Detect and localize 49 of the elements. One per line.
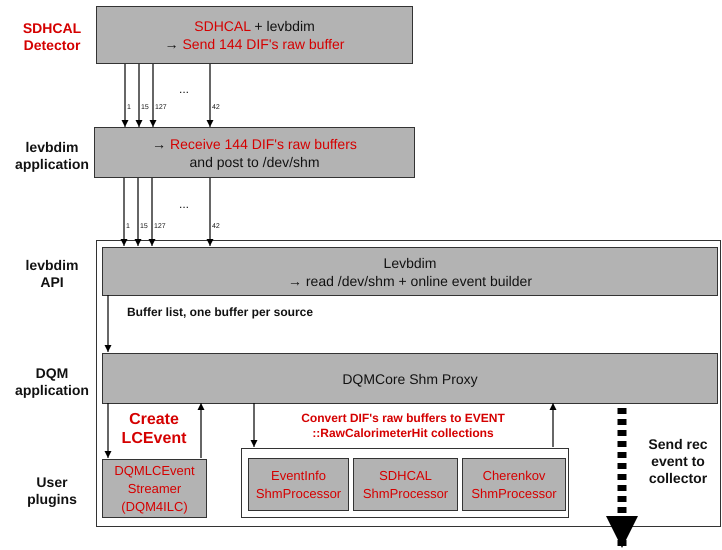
box-text: → [152, 136, 166, 152]
thick-arrow [606, 408, 638, 548]
group-box [241, 448, 569, 518]
frame-box [96, 240, 721, 527]
edge-label: Buffer list, one buffer per source [127, 304, 314, 321]
ellipsis: ... [178, 196, 190, 213]
box-text: → [164, 36, 179, 52]
box-text: SDHCAL [194, 18, 251, 34]
arrow [136, 64, 142, 127]
arrow [122, 64, 128, 127]
arrow [148, 178, 156, 246]
ellipsis: ... [178, 81, 190, 98]
arrow [550, 403, 556, 447]
edge-label: Create LCEvent [120, 410, 188, 448]
arrow [150, 64, 156, 127]
process-box [96, 6, 413, 64]
arrow [120, 178, 128, 246]
process-box [94, 127, 415, 178]
box-text: Levbdim [384, 254, 436, 270]
arrow [104, 295, 112, 352]
box-text: SDHCAL ShmProcessor [362, 468, 448, 500]
layer-label: User plugins [26, 474, 78, 508]
plugin-box [102, 459, 207, 518]
box-text: EventInfo ShmProcessor [256, 468, 342, 500]
layer-label: DQM application [14, 365, 90, 399]
layer-label: levbdim application [14, 139, 90, 173]
box-text: DQMLCEvent Streamer (DQM4ILC) [114, 462, 195, 514]
channel-number: Send rec event to collector [647, 436, 709, 487]
box-text: DQMCore Shm Proxy [342, 370, 478, 386]
process-box [102, 247, 718, 296]
box-text: Send 144 DIF's raw buffer [182, 36, 344, 52]
box-text: + levbdim [254, 18, 315, 34]
arrow [250, 403, 258, 447]
processor-box [353, 458, 458, 511]
layer-label: SDHCAL Detector [22, 20, 82, 54]
box-text: → read /dev/shm + online event builder [288, 272, 532, 288]
arrow [206, 64, 214, 127]
layer-label: levbdim API [24, 257, 80, 291]
arrow [134, 178, 142, 246]
arrow [104, 403, 112, 458]
box-text: Receive 144 DIF's raw buffers [170, 136, 357, 152]
process-box [102, 353, 718, 404]
arrow [198, 403, 204, 458]
box-text: Cherenkov ShmProcessor [471, 468, 557, 500]
edge-label: Convert DIF's raw buffers to EVENT ::RawCalorimeterHit collections [300, 411, 506, 441]
processor-box [248, 458, 349, 511]
box-text: and post to /dev/shm [190, 154, 320, 170]
processor-box [462, 458, 566, 511]
arrow [206, 178, 214, 246]
